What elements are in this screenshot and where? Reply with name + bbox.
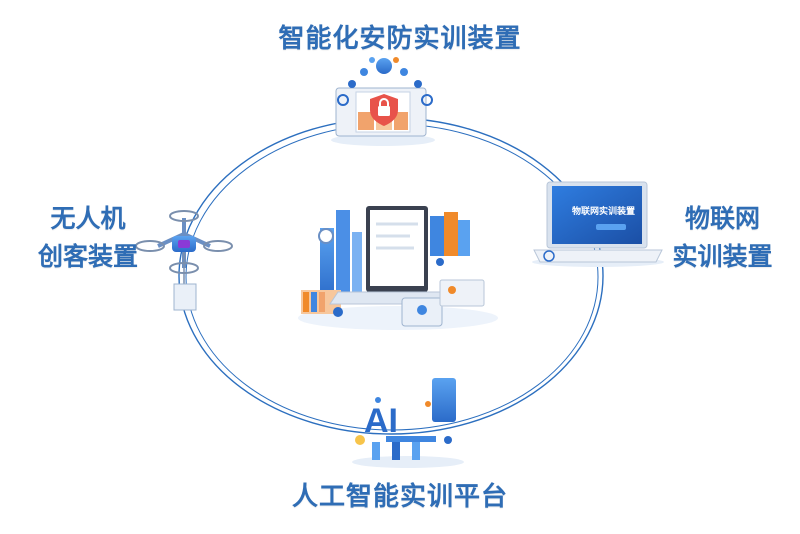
drone-illustration <box>135 210 233 311</box>
node-label-drone-line1: 无人机 <box>50 204 126 233</box>
node-label-ai: 人工智能实训平台 <box>291 482 508 512</box>
security-device-illustration <box>331 57 435 146</box>
center-workspace-illustration <box>298 206 498 330</box>
ai-letters: AI <box>364 402 398 440</box>
node-label-drone: 无人机 创客装置 <box>18 200 158 276</box>
node-label-drone-line2: 创客装置 <box>37 242 138 271</box>
node-label-iot: 物联网 实训装置 <box>660 200 785 276</box>
ai-platform-illustration: AI <box>352 378 464 468</box>
iot-screen-title: 物联网实训装置 <box>572 205 635 216</box>
iot-laptop-illustration: 物联网实训装置 <box>532 181 664 267</box>
node-label-iot-line2: 实训装置 <box>672 242 773 271</box>
node-label-security: 智能化安防实训装置 <box>278 24 522 54</box>
node-label-iot-line1: 物联网 <box>684 204 760 233</box>
